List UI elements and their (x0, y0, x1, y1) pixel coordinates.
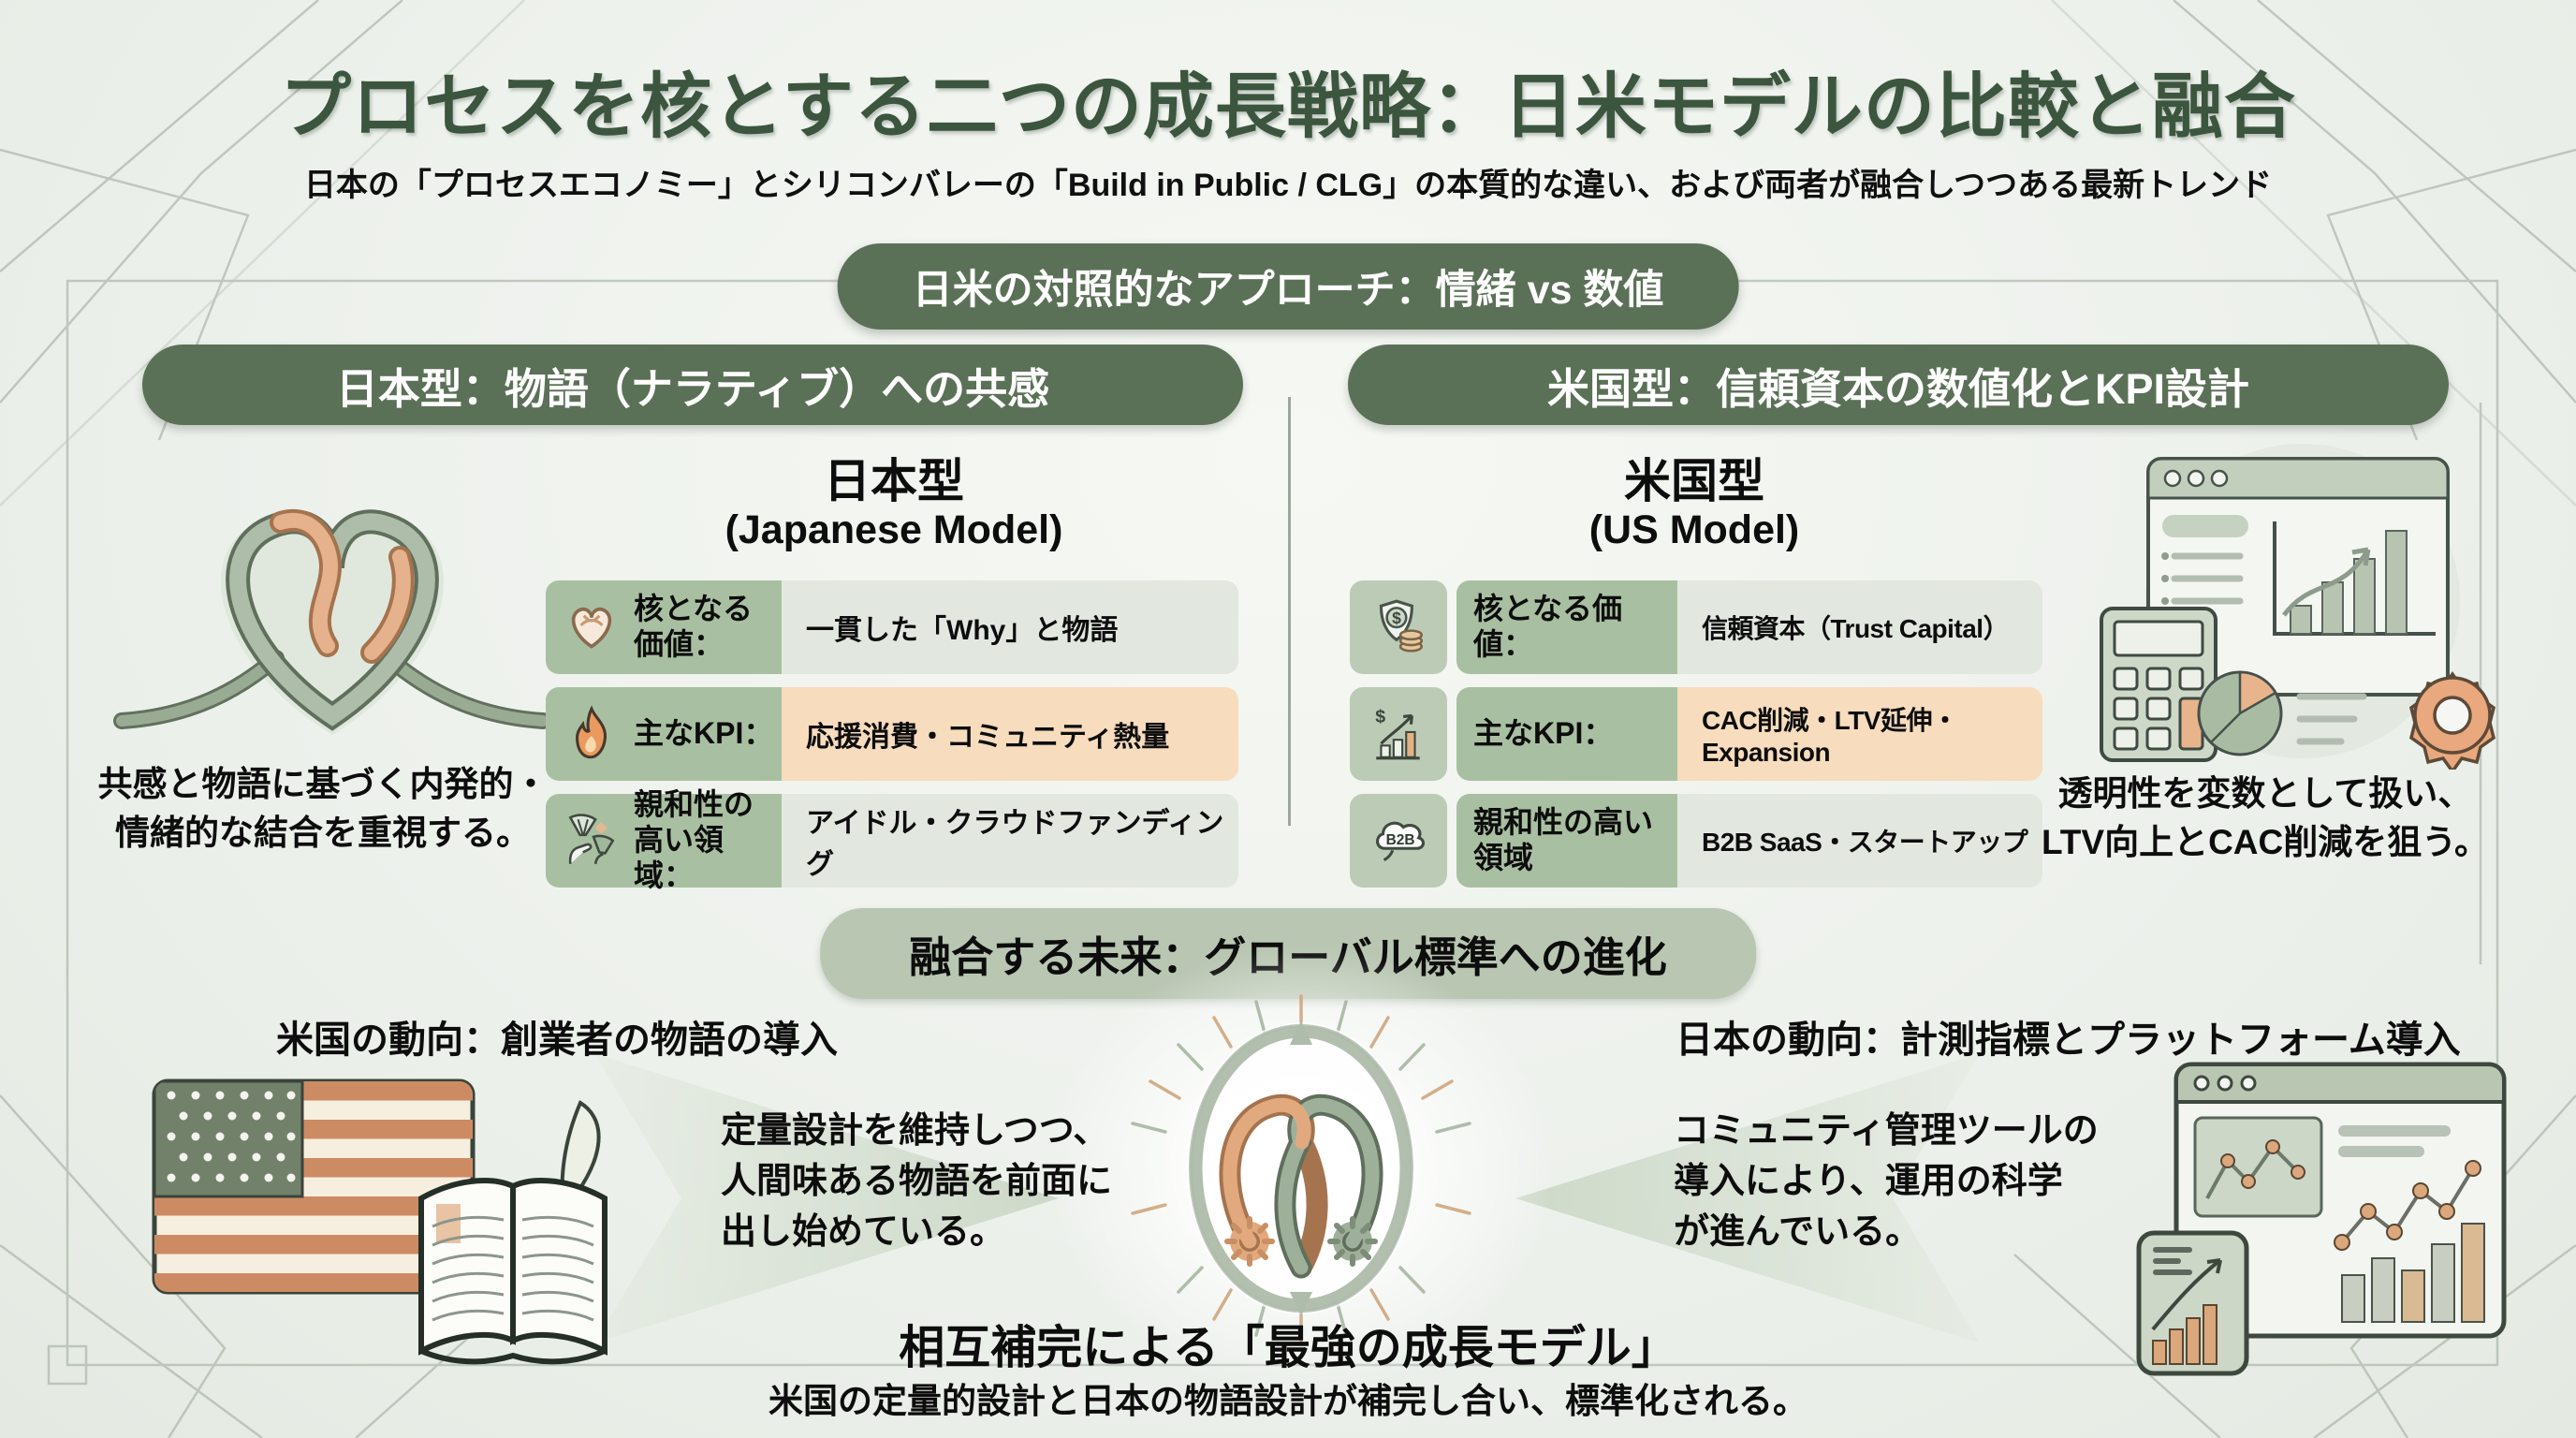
row-label-cell: 親和性の高い領域 (1456, 794, 1677, 888)
row-value: 信頼資本（Trust Capital） (1677, 580, 2042, 674)
japan-model-subtitle: (Japanese Model) (724, 507, 1063, 552)
row-value: アイドル・クラウドファンディング (782, 794, 1238, 888)
row-value: B2B SaaS・スタートアップ (1677, 794, 2042, 888)
us-caption: 透明性を変数として扱い、 LTV向上とCAC削減を狙う。 (2041, 774, 2490, 861)
row-label: 親和性の高い領域 (1473, 805, 1654, 874)
b2b-cloud-icon: B2B (1376, 821, 1425, 862)
table-row: B2B 親和性の高い領域 B2B SaaS・スタートアップ (1350, 794, 2042, 888)
row-label-cell: 核となる 価値： (546, 580, 782, 674)
japan-trend-text: コミュニティ管理ツールの 導入により、運用の科学 が進んでいる。 (1674, 1111, 2099, 1252)
table-row: $ 主なKPI： CAC削減・LTV延伸・Expansion (1350, 687, 2042, 781)
us-flag-and-book-illustration (152, 1078, 607, 1365)
metrics-platform-illustration (2136, 1062, 2507, 1376)
fan-hands-icon (568, 814, 615, 865)
page-title: プロセスを核とする二つの成長戦略：日米モデルの比較と融合 (280, 67, 2296, 147)
row-label: 主なKPI： (634, 716, 774, 751)
japan-spec-rows: 核となる 価値： 一貫した「Why」と物語 主なKPI： 応援消費・コミュニティ… (546, 580, 1238, 892)
gear-icon (2409, 670, 2496, 770)
table-row: $ 核となる価値： 信頼資本（Trust Capital） (1350, 580, 2042, 674)
us-trend-label: 米国の動向：創業者の物語の導入 (276, 1020, 838, 1061)
growth-chart-icon: $ (1375, 707, 1420, 760)
analytics-dashboard-illustration (2100, 444, 2496, 770)
japan-trend-label: 日本の動向：計測指標とプラットフォーム導入 (1676, 1020, 2461, 1061)
japan-caption: 共感と物語に基づく内発的・ 情緒的な結合を重視する。 (97, 765, 549, 852)
shield-dollar-icon: $ (1379, 599, 1424, 653)
us-spec-rows: $ 核となる価値： 信頼資本（Trust Capital） $ (1350, 580, 2042, 888)
row-label-cell: 親和性の 高い領域： (546, 787, 782, 892)
flame-icon (575, 705, 607, 759)
conclusion-title: 相互補完による「最強の成長モデル」 (899, 1323, 1677, 1373)
row-value: CAC削減・LTV延伸・Expansion (1677, 687, 2042, 781)
svg-text:$: $ (1375, 707, 1385, 727)
row-value: 応援消費・コミュニティ熱量 (782, 687, 1238, 781)
heart-knot-icon (571, 607, 612, 649)
row-label-cell: 主なKPI： (546, 687, 782, 781)
row-icon-cell: $ (1350, 687, 1447, 781)
row-icon-cell: $ (1350, 580, 1447, 674)
svg-text:B2B: B2B (1386, 832, 1415, 848)
row-label-cell: 核となる価値： (1456, 580, 1677, 674)
row-label: 核となる 価値： (634, 592, 754, 661)
table-row: 主なKPI： 応援消費・コミュニティ熱量 (546, 687, 1238, 781)
ribbon-heart-illustration (113, 509, 551, 735)
row-label: 親和性の 高い領域： (634, 787, 754, 892)
row-label: 核となる価値： (1473, 592, 1623, 661)
table-row: 核となる 価値： 一貫した「Why」と物語 (546, 580, 1238, 674)
heart-gear-knot-emblem (1131, 994, 1471, 1343)
table-row: 親和性の 高い領域： アイドル・クラウドファンディング (546, 787, 1238, 892)
conclusion-text: 米国の定量的設計と日本の物語設計が補完し合い、標準化される。 (768, 1382, 1808, 1420)
us-trend-text: 定量設計を維持しつつ、 人間味ある物語を前面に 出し始めている。 (721, 1111, 1113, 1252)
row-label: 主なKPI： (1473, 716, 1614, 751)
svg-text:$: $ (1392, 609, 1401, 627)
section1-banner: 日米の対照的なアプローチ：情緒 vs 数値 (837, 243, 1739, 330)
us-model-subtitle: (US Model) (1588, 507, 1800, 552)
us-model-title-block: 米国型 (US Model) (1339, 455, 2050, 552)
row-value: 一貫した「Why」と物語 (782, 580, 1238, 674)
panel-divider (1288, 397, 1291, 826)
row-icon-cell: B2B (1350, 794, 1447, 888)
japan-model-title: 日本型 (824, 455, 964, 507)
us-panel-header: 米国型：信頼資本の数値化とKPI設計 (1348, 345, 2449, 425)
japan-model-title-block: 日本型 (Japanese Model) (538, 455, 1250, 552)
japan-panel-header: 日本型：物語（ナラティブ）への共感 (142, 345, 1243, 425)
us-model-title: 米国型 (1624, 455, 1764, 507)
page-subtitle: 日本の「プロセスエコノミー」とシリコンバレーの「Build in Public … (303, 168, 2273, 203)
row-label-cell: 主なKPI： (1456, 687, 1677, 781)
